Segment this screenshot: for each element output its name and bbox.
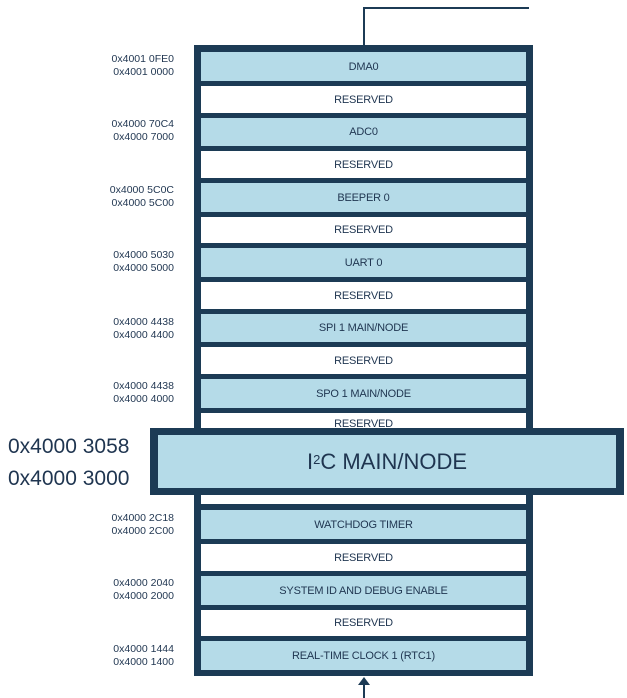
address-range-i2c: 0x4000 3058 0x4000 3000 [8, 431, 138, 495]
block-beeper0: BEEPER 0 [201, 183, 526, 212]
address-high: 0x4000 1444 [113, 643, 174, 655]
address-low: 0x4000 2000 [113, 590, 174, 602]
arrow-up-icon [358, 677, 370, 685]
block-label: RESERVED [334, 418, 393, 430]
block-spi1: SPI 1 MAIN/NODE [201, 314, 526, 342]
address-high: 0x4000 70C4 [111, 118, 174, 130]
block-reserved-partial [201, 495, 526, 504]
address-range-rtc1: 0x4000 1444 0x4000 1400 [92, 643, 174, 669]
block-label: DMA0 [348, 60, 379, 73]
block-label: SPI 1 MAIN/NODE [318, 322, 409, 334]
address-range-beeper0: 0x4000 5C0C 0x4000 5C00 [92, 184, 174, 210]
block-label: SPO 1 MAIN/NODE [316, 387, 411, 400]
block-reserved: RESERVED [201, 544, 526, 571]
block-reserved: RESERVED [201, 86, 526, 113]
block-dma0: DMA0 [201, 52, 526, 81]
block-uart0: UART 0 [201, 248, 526, 277]
block-label: RESERVED [334, 617, 393, 629]
block-label: RESERVED [334, 224, 393, 236]
address-range-spo1: 0x4000 4438 0x4000 4000 [92, 380, 174, 406]
block-adc0: ADC0 [201, 118, 526, 146]
block-reserved: RESERVED [201, 217, 526, 243]
address-range-uart0: 0x4000 5030 0x4000 5000 [92, 249, 174, 275]
address-high: 0x4000 3058 [8, 435, 130, 458]
block-label: SYSTEM ID AND DEBUG ENABLE [279, 584, 448, 597]
bus-connector-vertical [363, 7, 365, 45]
arrow-stem [363, 684, 365, 698]
address-range-dma0: 0x4001 0FE0 0x4001 0000 [92, 53, 174, 79]
block-label: RESERVED [334, 551, 393, 564]
address-range-system-id: 0x4000 2040 0x4000 2000 [92, 577, 174, 603]
bus-connector-horizontal [363, 7, 529, 9]
block-label: RESERVED [334, 158, 393, 171]
block-label: REAL-TIME CLOCK 1 (RTC1) [292, 649, 435, 662]
address-high: 0x4000 2C18 [111, 512, 174, 524]
address-high: 0x4000 4438 [113, 316, 174, 328]
block-label: WATCHDOG TIMER [314, 518, 413, 531]
address-low: 0x4000 3000 [8, 467, 130, 490]
block-label: ADC0 [349, 126, 378, 138]
block-label: UART 0 [344, 256, 383, 269]
block-label: RESERVED [334, 93, 393, 106]
block-reserved: RESERVED [201, 282, 526, 309]
i2c-label-rest: C MAIN/NODE [320, 448, 468, 474]
block-system-id-debug: SYSTEM ID AND DEBUG ENABLE [201, 576, 526, 605]
i2c-label-prefix: I [306, 448, 314, 474]
address-low: 0x4000 2C00 [111, 525, 174, 537]
i2c-label-superscript: 2 [313, 452, 321, 467]
address-low: 0x4000 4400 [113, 329, 174, 341]
address-low: 0x4001 0000 [113, 66, 174, 78]
address-low: 0x4000 7000 [113, 131, 174, 143]
block-label: BEEPER 0 [337, 191, 390, 204]
address-low: 0x4000 5000 [113, 262, 174, 274]
address-high: 0x4000 2040 [113, 577, 174, 589]
address-high: 0x4000 5C0C [109, 184, 174, 196]
block-reserved: RESERVED [201, 347, 526, 374]
address-high: 0x4001 0FE0 [111, 53, 174, 65]
address-low: 0x4000 1400 [113, 656, 174, 668]
block-label: RESERVED [334, 289, 393, 302]
address-range-spi1: 0x4000 4438 0x4000 4400 [92, 316, 174, 342]
block-rtc1: REAL-TIME CLOCK 1 (RTC1) [201, 641, 526, 670]
block-reserved: RESERVED [201, 610, 526, 636]
address-range-watchdog: 0x4000 2C18 0x4000 2C00 [92, 512, 174, 538]
address-range-adc0: 0x4000 70C4 0x4000 7000 [92, 118, 174, 144]
block-label: RESERVED [334, 354, 393, 367]
address-high: 0x4000 5030 [113, 249, 174, 261]
block-reserved: RESERVED [201, 151, 526, 178]
address-high: 0x4000 4438 [113, 380, 174, 392]
block-watchdog-timer: WATCHDOG TIMER [201, 510, 526, 539]
block-spo1: SPO 1 MAIN/NODE [201, 379, 526, 408]
address-low: 0x4000 5C00 [111, 197, 174, 209]
address-low: 0x4000 4000 [113, 393, 174, 405]
